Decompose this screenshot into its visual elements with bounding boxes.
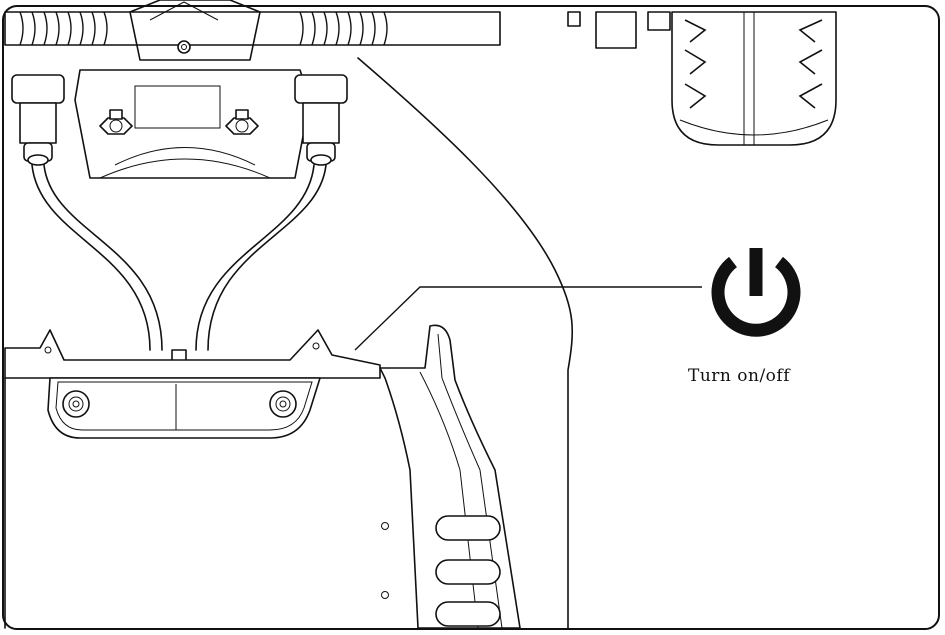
gearbox-housing [74,69,311,179]
wheel [567,11,837,146]
hole [381,522,389,530]
power-icon [711,248,801,337]
leader-line [354,286,702,351]
frame [2,5,940,630]
hole [381,591,389,599]
vent-slots [435,515,501,627]
cable [357,57,574,629]
left-fitting [11,74,65,166]
hoses [31,164,327,365]
right-fitting [294,74,348,166]
side-cover [379,324,521,629]
callout-label: Turn on/off [688,366,790,386]
mounting-bracket [4,329,381,439]
spring-assembly [4,0,501,61]
